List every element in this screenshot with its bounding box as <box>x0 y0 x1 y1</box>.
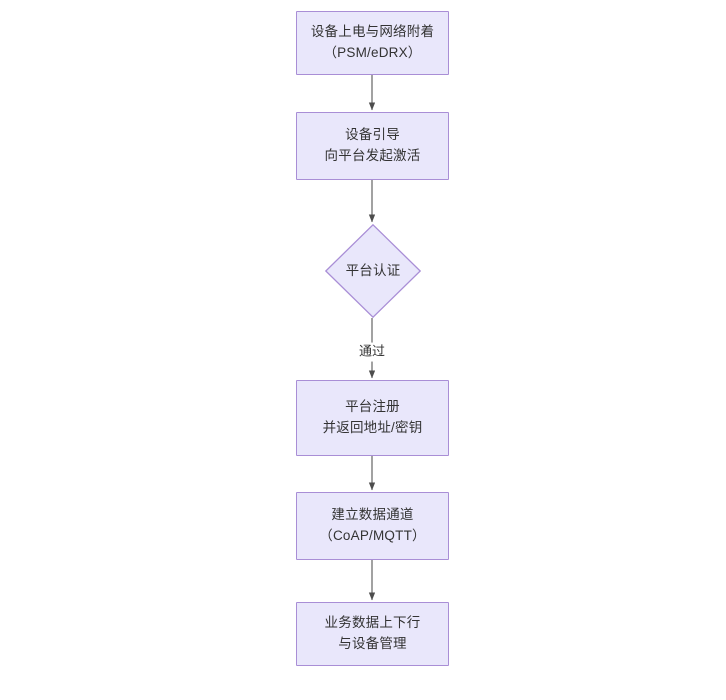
node-label: 平台注册 并返回地址/密钥 <box>322 399 423 435</box>
node-label: 设备上电与网络附着 （PSM/eDRX） <box>310 24 435 60</box>
node-business-data-and-device-management[interactable]: 业务数据上下行 与设备管理 <box>296 602 449 666</box>
node-label: 建立数据通道 （CoAP/MQTT） <box>319 507 426 543</box>
diamond-shape <box>325 224 421 318</box>
node-platform-registration[interactable]: 平台注册 并返回地址/密钥 <box>296 380 449 456</box>
edge-label-pass: 通过 <box>355 342 389 362</box>
node-label: 设备引导 向平台发起激活 <box>324 127 421 163</box>
node-device-power-on[interactable]: 设备上电与网络附着 （PSM/eDRX） <box>296 11 449 75</box>
node-platform-authentication-decision[interactable]: 平台认证 <box>325 224 421 318</box>
node-data-channel-setup[interactable]: 建立数据通道 （CoAP/MQTT） <box>296 492 449 560</box>
node-device-bootstrap[interactable]: 设备引导 向平台发起激活 <box>296 112 449 180</box>
node-label: 业务数据上下行 与设备管理 <box>324 615 421 651</box>
node-label: 平台认证 <box>345 262 401 278</box>
